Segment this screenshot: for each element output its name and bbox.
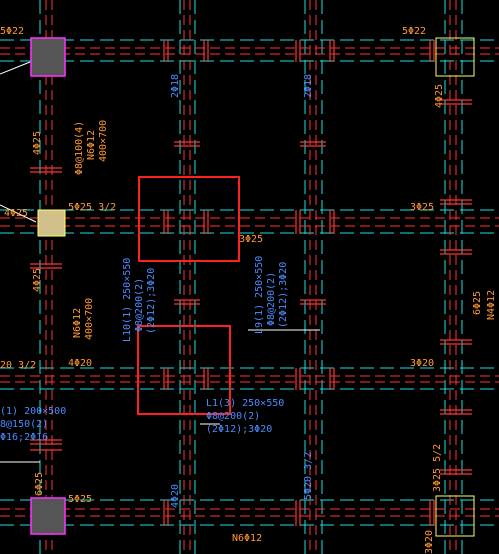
selection-box-lower[interactable] (137, 325, 231, 415)
label-bottom-side: N6Φ12 (232, 533, 262, 544)
column-bottom-left[interactable] (30, 497, 66, 535)
label-left-beam-stirrup: Φ8@100(4) (74, 121, 85, 175)
label-lower-left: 20 3/2 (0, 360, 36, 371)
rebar-ticks (30, 40, 472, 526)
label-lower-right: 3Φ20 (410, 358, 434, 369)
label-left-lower-side: N6Φ12 (72, 308, 83, 338)
label-left-vertical-upper: 4Φ25 (32, 131, 43, 155)
label-far-left-beam-name: (1) 200×500 (0, 406, 66, 417)
label-right-side-n: N4Φ12 (486, 290, 497, 320)
column-top-right[interactable] (435, 37, 475, 77)
label-L1-name: L1(3) 250×550 (206, 398, 284, 409)
label-col-2phi18-b: 2Φ18 (303, 74, 314, 98)
column-top-left[interactable] (30, 37, 66, 77)
selection-box-upper[interactable] (138, 176, 240, 262)
label-bottom-right: 3Φ25 5/2 (432, 444, 443, 492)
column-bottom-right[interactable] (435, 495, 475, 537)
label-lower-mid: 4Φ20 (68, 358, 92, 369)
label-mid-beam-top: 5Φ25 3/2 (68, 202, 116, 213)
leader-lines (0, 61, 320, 463)
label-L10-rebar: (2Φ12);3Φ20 (146, 268, 157, 334)
label-center-mark: 3Φ25 (239, 234, 263, 245)
label-right-side-rebar: 6Φ25 (472, 291, 483, 315)
label-bottom-mid: 5Φ25 (68, 494, 92, 505)
label-left-lower-vertical: 4Φ25 (32, 268, 43, 292)
label-L1-rebar: (2Φ12);3Φ20 (206, 424, 272, 435)
column-mid-left[interactable] (37, 209, 66, 237)
label-top-left-rebar: 5Φ22 (0, 26, 24, 37)
label-top-right-rebar: 5Φ22 (402, 26, 426, 37)
label-left-column-rebar: 4Φ25 (4, 208, 28, 219)
label-right-column-upper: 4Φ25 (434, 84, 445, 108)
label-L9-rebar: (2Φ12);3Φ20 (278, 262, 289, 328)
label-left-beam-size: 400×700 (98, 120, 109, 162)
label-bottom-right-edge: 3Φ20 (424, 530, 435, 554)
label-bottom-left-column: 6Φ25 (34, 472, 45, 496)
label-L10-name: L10(1) 250×550 (122, 258, 133, 342)
label-L10-stirrup: Φ8@200(2) (134, 278, 145, 332)
label-bottom-col-b: 5Φ20 3/2 (303, 452, 314, 500)
label-left-beam-side: N6Φ12 (86, 130, 97, 160)
label-L9-stirrup: Φ8@200(2) (266, 272, 277, 326)
label-L1-stirrup: Φ8@200(2) (206, 411, 260, 422)
label-col-2phi18-a: 2Φ18 (170, 74, 181, 98)
label-L9-name: L9(1) 250×550 (254, 256, 265, 334)
label-far-left-beam-rebar: Φ16;2Φ16 (0, 432, 48, 443)
label-far-left-beam-stirrup: 8@150(2) (0, 419, 48, 430)
label-right-mid: 3Φ25 (410, 202, 434, 213)
label-left-lower-size: 400×700 (84, 298, 95, 340)
label-bottom-col-a: 4Φ20 (170, 484, 181, 508)
